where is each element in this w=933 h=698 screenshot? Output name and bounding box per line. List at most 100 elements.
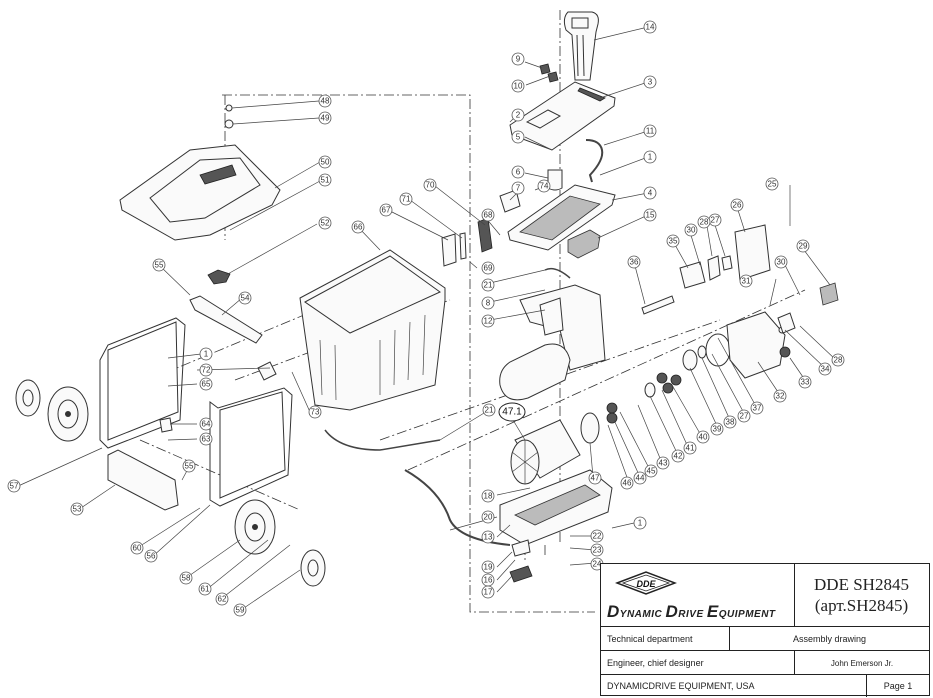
svg-text:55: 55 bbox=[185, 462, 194, 471]
switch-box-part bbox=[441, 233, 457, 267]
callout-40: 40 bbox=[696, 430, 710, 444]
svg-text:27: 27 bbox=[711, 216, 720, 225]
svg-text:13: 13 bbox=[484, 533, 493, 542]
svg-text:49: 49 bbox=[321, 114, 330, 123]
svg-text:66: 66 bbox=[354, 223, 363, 232]
svg-text:67: 67 bbox=[382, 206, 391, 215]
callout-73: 73 bbox=[308, 405, 322, 419]
switch-plate-part bbox=[459, 232, 467, 260]
callout-41: 41 bbox=[683, 441, 697, 455]
svg-text:37: 37 bbox=[753, 404, 762, 413]
svg-text:1: 1 bbox=[638, 519, 643, 528]
model-cell: DDE SH2845 (арт.SH2845) bbox=[794, 564, 929, 626]
svg-text:19: 19 bbox=[484, 563, 493, 572]
callout-65: 65 bbox=[199, 377, 213, 391]
callout-7: 7 bbox=[511, 181, 525, 195]
svg-text:22: 22 bbox=[593, 532, 602, 541]
callout-46: 46 bbox=[620, 476, 634, 490]
svg-text:46: 46 bbox=[623, 479, 632, 488]
svg-text:52: 52 bbox=[321, 219, 330, 228]
callout-43: 43 bbox=[656, 456, 670, 470]
callout-29: 29 bbox=[796, 239, 810, 253]
callout-63: 63 bbox=[199, 432, 213, 446]
callout-10: 10 bbox=[511, 79, 525, 93]
callout-13: 13 bbox=[481, 530, 495, 544]
washer-part bbox=[225, 104, 233, 112]
callout-38: 38 bbox=[723, 415, 737, 429]
svg-text:5: 5 bbox=[516, 133, 521, 142]
gasket-28b-part bbox=[777, 312, 796, 334]
department-label: Technical department bbox=[607, 634, 693, 644]
callout-19: 19 bbox=[481, 560, 495, 574]
callout-8: 8 bbox=[481, 296, 495, 310]
callout-23: 23 bbox=[590, 543, 604, 557]
callout-2: 2 bbox=[511, 108, 525, 122]
callout-20: 20 bbox=[481, 510, 495, 524]
lower-cover-part bbox=[507, 184, 616, 251]
bushing-27-part bbox=[721, 255, 733, 271]
svg-text:60: 60 bbox=[133, 544, 142, 553]
callout-71: 71 bbox=[399, 192, 413, 206]
pad-part bbox=[509, 565, 533, 583]
callout-25: 25 bbox=[765, 177, 779, 191]
callout-30-upper: 30 bbox=[684, 223, 698, 237]
callout-1-frame: 1 bbox=[199, 347, 213, 361]
callout-27-lower: 27 bbox=[737, 409, 751, 423]
svg-text:56: 56 bbox=[147, 552, 156, 561]
power-cord-part bbox=[404, 469, 511, 546]
callout-14: 14 bbox=[643, 20, 657, 34]
svg-text:9: 9 bbox=[516, 55, 521, 64]
company-footer: DYNAMICDRIVE EQUIPMENT, USA bbox=[607, 681, 755, 691]
callout-42: 42 bbox=[671, 449, 685, 463]
callout-67: 67 bbox=[379, 203, 393, 217]
callout-74: 74 bbox=[537, 179, 551, 193]
svg-text:1: 1 bbox=[204, 350, 209, 359]
callout-66: 66 bbox=[351, 220, 365, 234]
svg-text:1: 1 bbox=[648, 153, 653, 162]
collection-bin-part bbox=[299, 249, 446, 411]
svg-text:44: 44 bbox=[636, 474, 645, 483]
callout-47: 47 bbox=[588, 471, 602, 485]
switch-part bbox=[539, 63, 551, 75]
svg-text:35: 35 bbox=[669, 237, 678, 246]
svg-text:26: 26 bbox=[733, 201, 742, 210]
bracket-part bbox=[189, 295, 263, 344]
gearbox-housing-part bbox=[726, 311, 786, 379]
callout-64: 64 bbox=[199, 417, 213, 431]
svg-text:28: 28 bbox=[700, 218, 709, 227]
svg-text:43: 43 bbox=[659, 459, 668, 468]
callout-12: 12 bbox=[481, 314, 495, 328]
svg-text:47.1: 47.1 bbox=[502, 407, 522, 418]
gasket-28-part bbox=[707, 255, 721, 281]
callout-18: 18 bbox=[481, 489, 495, 503]
svg-text:25: 25 bbox=[768, 180, 777, 189]
svg-text:2: 2 bbox=[516, 111, 521, 120]
callout-11: 11 bbox=[643, 124, 657, 138]
company-name: DYNAMIC DRIVE EQUIPMENT bbox=[607, 602, 776, 621]
callout-58: 58 bbox=[179, 571, 193, 585]
svg-text:30: 30 bbox=[687, 226, 696, 235]
callout-31: 31 bbox=[739, 274, 753, 288]
svg-text:41: 41 bbox=[686, 444, 695, 453]
hubcap-right bbox=[300, 549, 326, 587]
company-logo-cell: DDE DYNAMIC DRIVE EQUIPMENT bbox=[601, 564, 795, 626]
svg-text:64: 64 bbox=[202, 420, 211, 429]
svg-text:34: 34 bbox=[821, 365, 830, 374]
svg-text:55: 55 bbox=[155, 261, 164, 270]
svg-text:63: 63 bbox=[202, 435, 211, 444]
knob-part bbox=[207, 269, 231, 285]
callout-59: 59 bbox=[233, 603, 247, 617]
svg-text:7: 7 bbox=[516, 184, 521, 193]
plug-part bbox=[511, 539, 531, 557]
callout-39: 39 bbox=[710, 422, 724, 436]
svg-text:18: 18 bbox=[484, 492, 493, 501]
svg-text:10: 10 bbox=[514, 82, 523, 91]
title-row-footer: DYNAMICDRIVE EQUIPMENT, USA Page 1 bbox=[601, 674, 929, 697]
callout-30-lower: 30 bbox=[774, 255, 788, 269]
callout-44: 44 bbox=[633, 471, 647, 485]
bracket-72-part bbox=[257, 361, 277, 381]
svg-text:47: 47 bbox=[591, 474, 600, 483]
cable-21-part bbox=[324, 429, 441, 451]
upper-cover-part bbox=[509, 81, 616, 151]
